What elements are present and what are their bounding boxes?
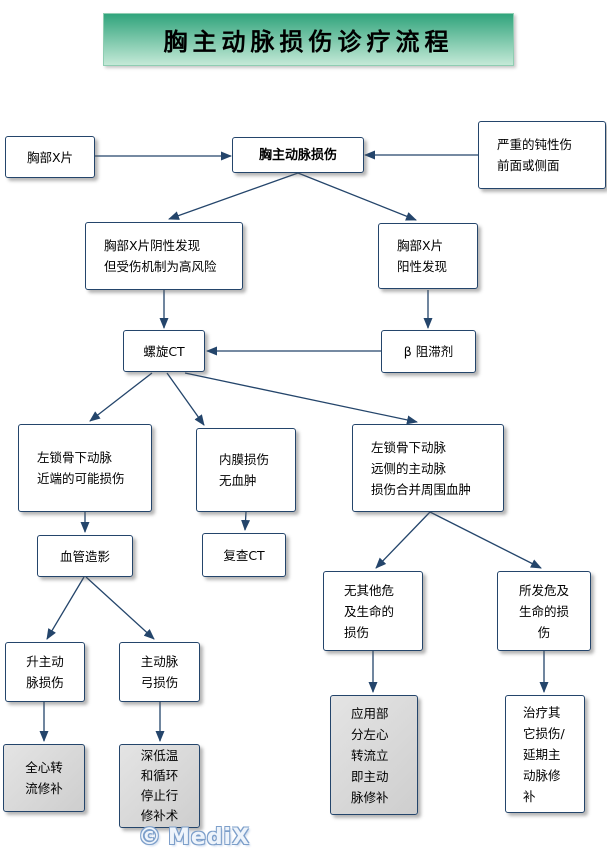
title-banner: 胸主动脉损伤诊疗流程	[103, 13, 514, 66]
arrow-distal-to-lifethreat	[429, 511, 542, 569]
node-severe-blunt-injury: 严重的钝性伤 前面或侧面	[478, 121, 606, 189]
arrow-distal-to-noother	[375, 511, 431, 569]
node-subclavian-proximal: 左锁骨下动脉 近端的可能损伤	[18, 424, 152, 512]
node-total-bypass-repair: 全心转 流修补	[3, 744, 85, 812]
node-beta-blocker: β 阻滞剂	[381, 330, 476, 373]
watermark-text: MediX	[168, 825, 251, 850]
copyright-icon: ©	[138, 824, 162, 850]
node-deep-hypothermia-repair: 深低温 和循环 停止行 修补术	[119, 744, 200, 828]
arrow-ct-to-proximal	[89, 372, 153, 422]
node-partial-bypass-repair: 应用部 分左心 转流立 即主动 脉修补	[330, 695, 418, 815]
arrow-main-to-negative	[168, 172, 299, 220]
node-xray-negative: 胸部X片阴性发现 但受伤机制为高风险	[85, 222, 243, 290]
page-title: 胸主动脉损伤诊疗流程	[163, 28, 454, 56]
arrow-main-to-positive	[297, 172, 417, 221]
node-xray-positive: 胸部X片 阳性发现	[378, 223, 478, 289]
node-treat-other-delayed-repair: 治疗其 它损伤/ 延期主 动脉修 补	[505, 695, 585, 813]
node-aortic-arch-injury: 主动脉 弓损伤	[119, 642, 200, 702]
node-aortic-injury: 胸主动脉损伤	[232, 137, 364, 173]
node-life-threatening-injury: 所发危及 生命的损 伤	[497, 571, 591, 651]
node-chest-xray: 胸部X片	[5, 136, 95, 178]
arrow-angio-to-arch	[85, 576, 155, 640]
arrow-ct-to-intimal	[166, 372, 205, 426]
node-ascending-aorta-injury: 升主动 脉损伤	[5, 642, 85, 702]
arrow-intimal-to-repeatct	[241, 511, 251, 531]
arrow-angio-to-ascending	[46, 576, 85, 640]
node-intimal-injury: 内膜损伤 无血肿	[196, 428, 296, 512]
node-repeat-ct: 复查CT	[202, 533, 286, 577]
node-angiography: 血管造影	[37, 535, 133, 577]
node-subclavian-distal: 左锁骨下动脉 远侧的主动脉 损伤合并周围血肿	[352, 424, 504, 512]
arrow-ct-to-distal	[184, 372, 418, 425]
medix-watermark: ©MediX	[138, 824, 250, 850]
node-no-other-injury: 无其他危 及生命的 损伤	[323, 571, 423, 651]
node-spiral-ct: 螺旋CT	[123, 330, 205, 372]
